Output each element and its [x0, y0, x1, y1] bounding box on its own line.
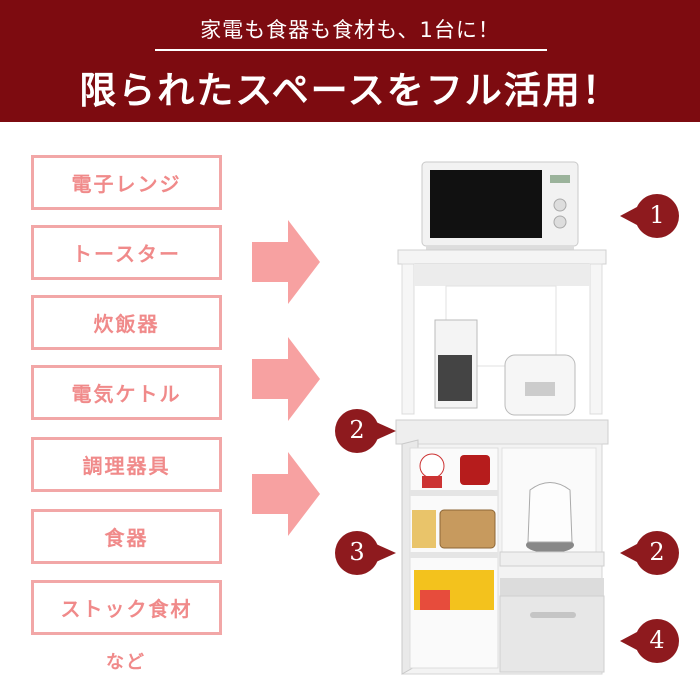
kitchen-scale-icon: [419, 453, 445, 488]
item-label: 炊飯器: [93, 312, 160, 336]
item-cookware: 調理器具: [31, 437, 222, 492]
item-tableware: 食器: [31, 509, 222, 564]
marker-1: [620, 194, 679, 238]
marker-2-left: [335, 409, 396, 453]
banner-subtitle: 家電も食器も食材も、1台に！: [200, 18, 500, 42]
marker-3: [335, 531, 396, 575]
items-suffix: など: [106, 652, 146, 673]
rice-cooker-icon: [504, 354, 576, 416]
marker-2-right-label: 2: [649, 538, 665, 566]
pot-icon: [460, 455, 490, 485]
banner-title: 限られたスペースをフル活用！: [79, 69, 621, 112]
arrow-right-icon: [252, 337, 320, 421]
header-banner: 家電も食器も食材も、1台に！ 限られたスペースをフル活用！: [0, 0, 700, 122]
arrow-right-icon: [252, 220, 320, 304]
kitchen-rack-illustration: [395, 161, 609, 675]
item-stock-food: ストック食材: [31, 580, 222, 635]
item-label: 電気ケトル: [71, 382, 182, 406]
item-rice-cooker: 炊飯器: [31, 295, 222, 350]
marker-2-left-label: 2: [349, 416, 365, 444]
item-label: 電子レンジ: [71, 172, 182, 196]
item-label: 食器: [104, 526, 149, 550]
marker-3-label: 3: [349, 538, 365, 566]
microwave-icon: [421, 161, 579, 250]
banner-divider: [155, 49, 547, 51]
item-toaster: トースター: [31, 225, 222, 280]
electric-kettle-icon: [526, 482, 574, 553]
marker-4-label: 4: [649, 626, 665, 654]
item-electric-kettle: 電気ケトル: [31, 365, 222, 420]
marker-1-label: 1: [649, 201, 665, 229]
marker-4: [620, 619, 679, 663]
item-label: トースター: [72, 242, 181, 266]
item-label: 調理器具: [82, 454, 171, 478]
marker-2-right: [620, 531, 679, 575]
coffee-maker-icon: [434, 319, 478, 409]
item-microwave: 電子レンジ: [31, 155, 222, 210]
item-label: ストック食材: [60, 597, 193, 621]
arrow-right-icon: [252, 452, 320, 536]
